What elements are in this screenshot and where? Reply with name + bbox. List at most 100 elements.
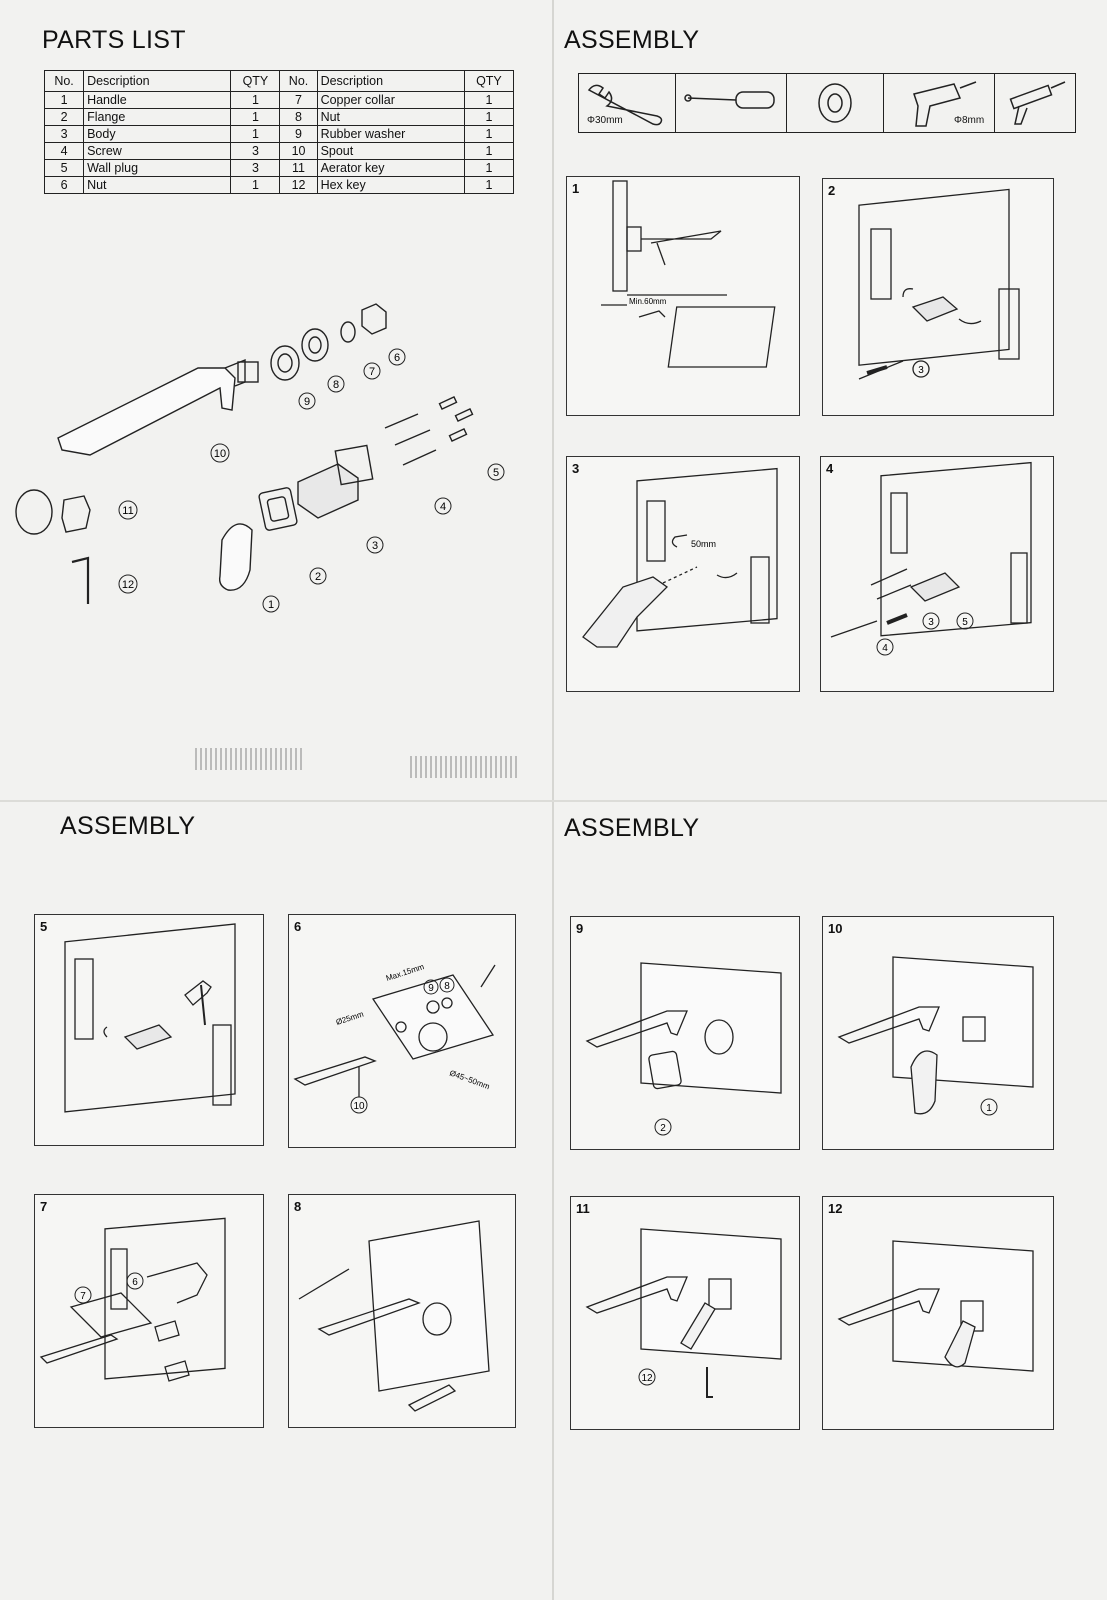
step-number: 11 [576, 1201, 590, 1216]
drill-size-label: Φ8mm [954, 115, 985, 126]
step-3-illustration: 50mm [582, 467, 778, 648]
step-10-callout: 1 [986, 1103, 992, 1114]
col-qty-2: QTY [463, 70, 515, 92]
hex-nut-part [361, 303, 387, 335]
step-4-callout-b: 3 [928, 617, 934, 628]
callout-2: 2 [315, 571, 321, 583]
col-description: Description [83, 70, 232, 92]
step-number: 8 [294, 1199, 302, 1214]
step-4-callout-c: 5 [962, 617, 968, 628]
step-number: 6 [294, 919, 302, 934]
parts-table-header: No. Description QTY No. Description QTY [43, 70, 515, 92]
exploded-parts-diagram: 1 2 3 4 5 6 7 8 9 10 11 12 [15, 303, 505, 613]
step-6-callout-b: 8 [444, 981, 450, 992]
tape-icon [818, 83, 852, 123]
tool-cell [995, 74, 1075, 132]
step-6-diameter-note: Ø25mm [335, 1009, 365, 1026]
paper-stain [195, 748, 305, 770]
step-8-illustration [298, 1220, 490, 1412]
drill-icon [913, 81, 977, 127]
col-no-2: No. [279, 70, 318, 92]
step-number: 1 [572, 181, 580, 196]
assembly-heading-bottom-right: ASSEMBLY [564, 814, 700, 842]
tool-cell: Φ30mm [579, 74, 676, 132]
assembly-step-8: 8 [288, 1194, 516, 1428]
step-number: 10 [828, 921, 843, 936]
tools-strip: Φ30mm Φ8mm [578, 73, 1076, 133]
step-4-callout-a: 4 [882, 643, 888, 654]
step-6-hole-note: Ø45~50mm [448, 1068, 491, 1091]
aerator-key-part [15, 489, 53, 535]
body-part [297, 463, 359, 519]
assembly-heading-bottom-left: ASSEMBLY [60, 812, 196, 840]
callout-4: 4 [440, 501, 446, 513]
callout-7: 7 [369, 366, 375, 378]
step-1-illustration: Min.60mm [601, 180, 776, 368]
assembly-step-7: 7 7 6 [34, 1194, 264, 1428]
screwdriver-icon [684, 91, 775, 109]
assembly-step-2: 2 3 [822, 178, 1054, 416]
step-2-callout: 3 [918, 365, 924, 376]
step-9-illustration: 2 [585, 962, 782, 1136]
step-2-illustration: 3 [858, 188, 1020, 380]
step-11-illustration: 12 [585, 1228, 782, 1398]
callout-1: 1 [268, 599, 274, 611]
tool-cell [676, 74, 787, 132]
paper-stain [410, 756, 520, 778]
step-7-illustration: 7 6 [39, 1217, 226, 1382]
exploded-callouts: 1 2 3 4 5 6 7 8 9 10 11 12 [118, 348, 505, 613]
wall-plug-part [438, 395, 458, 411]
assembly-step-6: 6 Max.15mm Ø25mm Ø45~50mm 9 8 10 [288, 914, 516, 1148]
screw-part [384, 413, 419, 429]
assembly-step-4: 4 4 3 5 [820, 456, 1054, 692]
callout-8: 8 [333, 379, 339, 391]
assembly-heading-top: ASSEMBLY [564, 26, 700, 54]
callout-11: 11 [122, 505, 133, 517]
copper-collar-part [340, 321, 356, 343]
step-7-callout-b: 6 [132, 1277, 138, 1288]
callout-10: 10 [214, 448, 226, 460]
assembly-step-5: 5 [34, 914, 264, 1146]
assembly-step-3: 3 50mm [566, 456, 800, 692]
step-number: 3 [572, 461, 580, 476]
caulk-gun-icon [1009, 81, 1066, 125]
wrench-icon [587, 84, 663, 126]
step-1-min-note: Min.60mm [629, 297, 667, 306]
spout-part [57, 367, 236, 456]
callout-9: 9 [304, 396, 310, 408]
col-qty: QTY [230, 70, 281, 92]
step-12-illustration [837, 1240, 1034, 1372]
hex-key-part [71, 556, 90, 604]
tool-cell: Φ8mm [884, 74, 995, 132]
step-4-illustration: 4 3 5 [830, 461, 1032, 656]
step-7-callout-a: 7 [80, 1291, 86, 1302]
spout-thread [237, 361, 259, 383]
step-number: 2 [828, 183, 836, 198]
wrench-size-label: Φ30mm [587, 115, 623, 126]
step-3-distance-note: 50mm [691, 539, 716, 549]
step-6-illustration: Max.15mm Ø25mm Ø45~50mm 9 8 10 [293, 962, 496, 1114]
tool-cell [787, 74, 884, 132]
step-number: 12 [828, 1201, 843, 1216]
parts-table: No. Description QTY No. Description QTY … [43, 70, 515, 194]
step-10-illustration: 1 [837, 956, 1034, 1116]
step-6-callout-a: 9 [428, 983, 434, 994]
step-number: 4 [826, 461, 834, 476]
flange-part [258, 487, 298, 531]
rubber-washer-part [270, 345, 300, 381]
step-5-illustration [64, 923, 236, 1113]
assembly-step-1: 1 Min.60mm [566, 176, 800, 416]
step-number: 7 [40, 1199, 48, 1214]
step-6-callout-c: 10 [353, 1101, 365, 1112]
col-no: No. [43, 70, 85, 92]
callout-6: 6 [394, 352, 400, 364]
step-number: 9 [576, 921, 584, 936]
assembly-step-10: 10 1 [822, 916, 1054, 1150]
callout-5: 5 [493, 467, 499, 479]
callout-12: 12 [122, 579, 134, 591]
